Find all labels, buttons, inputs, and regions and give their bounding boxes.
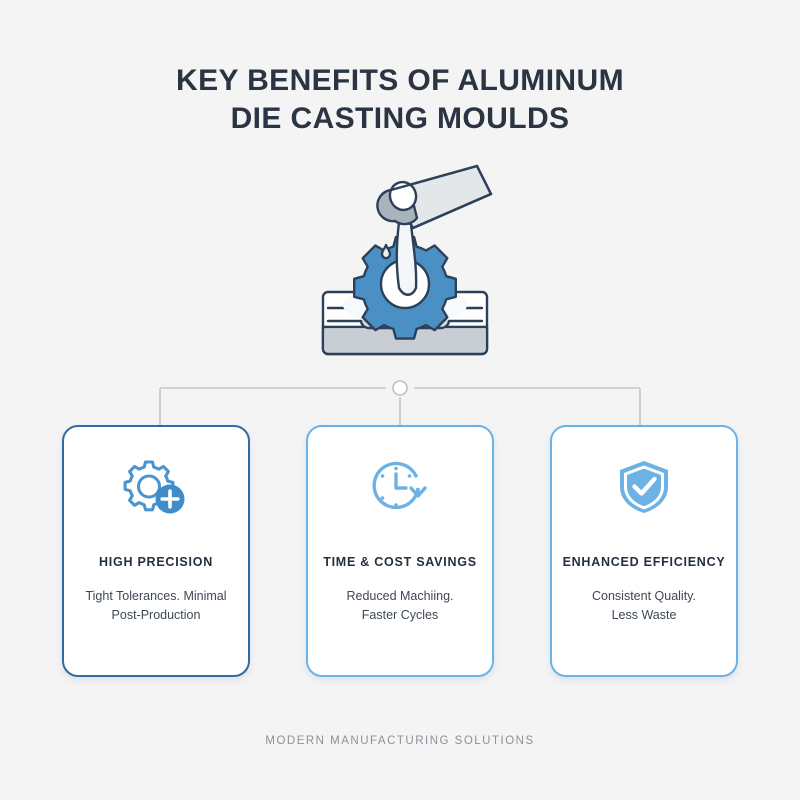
benefit-cards-row: HIGH PRECISION Tight Tolerances. Minimal… (62, 425, 738, 677)
molten-metal-pour-into-gear-mould-illustration (295, 162, 515, 362)
card-title: TIME & COST SAVINGS (323, 555, 477, 569)
page-title-line-2: DIE CASTING MOULDS (230, 102, 570, 135)
benefit-card-high-precision[interactable]: HIGH PRECISION Tight Tolerances. Minimal… (62, 425, 250, 677)
card-description: Tight Tolerances. Minimal Post-Productio… (72, 587, 240, 625)
page-title-line-1: KEY BENEFITS OF ALUMINUM (176, 64, 624, 97)
card-description-line: Post-Production (111, 608, 201, 622)
card-description-line: Faster Cycles (361, 608, 439, 622)
card-description: Consistent Quality. Less Waste (560, 587, 728, 625)
card-description-line: Consistent Quality. (592, 589, 696, 603)
clock-arrow-icon (364, 455, 436, 519)
card-description-line: Tight Tolerances. Minimal (85, 589, 227, 603)
gear-plus-icon (120, 455, 192, 519)
card-title: HIGH PRECISION (99, 555, 213, 569)
shield-check-icon (608, 455, 680, 519)
card-description: Reduced Machiing. Faster Cycles (316, 587, 484, 625)
benefit-card-time-cost-savings[interactable]: TIME & COST SAVINGS Reduced Machiing. Fa… (306, 425, 494, 677)
page-title: KEY BENEFITS OF ALUMINUM DIE CASTING MOU… (0, 62, 800, 138)
card-title: ENHANCED EFFICIENCY (562, 555, 726, 569)
benefit-card-enhanced-efficiency[interactable]: ENHANCED EFFICIENCY Consistent Quality. … (550, 425, 738, 677)
connector-node-circle (392, 380, 408, 396)
card-description-line: Reduced Machiing. (346, 589, 454, 603)
footer-caption: MODERN MANUFACTURING SOLUTIONS (265, 735, 535, 747)
card-description-line: Less Waste (611, 608, 677, 622)
